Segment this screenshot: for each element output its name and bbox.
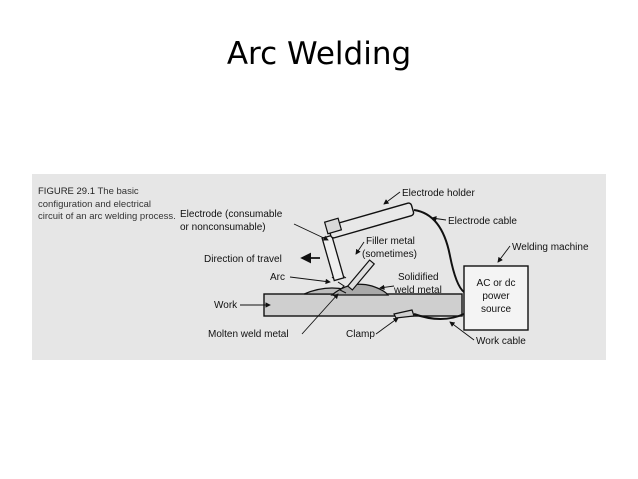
label-molten-weld-metal: Molten weld metal bbox=[208, 329, 289, 340]
label-filler-line2: (sometimes) bbox=[362, 249, 417, 260]
label-solidified-line2: weld metal bbox=[393, 285, 442, 296]
figure-number: FIGURE 29.1 bbox=[38, 186, 96, 197]
power-source-line3: source bbox=[481, 304, 511, 315]
welding-diagram: AC or dc power source Electrode holder E… bbox=[180, 188, 589, 347]
power-source-box bbox=[463, 265, 529, 331]
label-clamp: Clamp bbox=[346, 329, 375, 340]
power-source-line1: AC or dc bbox=[477, 278, 516, 289]
label-electrode-line2: or nonconsumable) bbox=[180, 222, 266, 233]
caption-text: The basic configuration and electrical c… bbox=[38, 186, 176, 222]
clamp bbox=[393, 309, 415, 319]
label-arc: Arc bbox=[270, 272, 285, 283]
filler-metal-rod bbox=[346, 259, 376, 291]
figure-caption: FIGURE 29.1 The basic configuration and … bbox=[38, 186, 178, 224]
welding-figure: FIGURE 29.1 The basic configuration and … bbox=[32, 174, 606, 360]
label-direction-of-travel: Direction of travel bbox=[204, 254, 282, 265]
label-electrode-holder: Electrode holder bbox=[402, 188, 475, 199]
work-cable bbox=[413, 313, 465, 320]
slide-title: Arc Welding bbox=[226, 36, 412, 72]
label-work-cable: Work cable bbox=[476, 336, 526, 347]
label-welding-machine: Welding machine bbox=[512, 242, 589, 253]
label-electrode-line1: Electrode (consumable bbox=[180, 209, 283, 220]
electrode-holder bbox=[323, 202, 415, 239]
electrode-cable bbox=[413, 209, 465, 293]
power-source-line2: power bbox=[482, 291, 510, 302]
label-solidified-line1: Solidified bbox=[398, 272, 439, 283]
label-electrode-cable: Electrode cable bbox=[448, 216, 517, 227]
solidified-weld-bead bbox=[330, 283, 390, 296]
electrode bbox=[321, 234, 345, 282]
label-filler-line1: Filler metal bbox=[366, 236, 415, 247]
label-work: Work bbox=[214, 300, 238, 311]
